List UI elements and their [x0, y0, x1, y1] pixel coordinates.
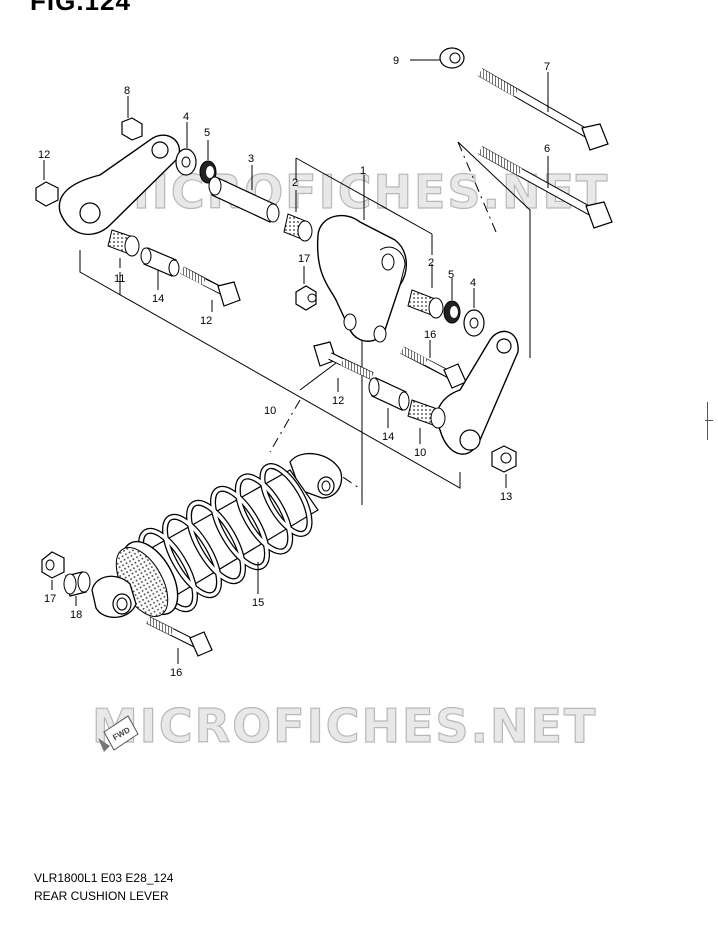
- spacer-part-14-middle: [368, 377, 410, 428]
- callout-13: 13: [500, 491, 512, 503]
- bolt-part-7: [477, 68, 609, 151]
- callout-5-right: 5: [448, 269, 454, 281]
- cushion-rod-right: [436, 330, 519, 455]
- callout-4-right: 4: [470, 277, 476, 289]
- washer-part-4-left: [175, 122, 197, 176]
- nut-part-13: [491, 445, 517, 488]
- fwd-arrow-icon: FWD: [98, 715, 139, 752]
- seal-part-5-right: [443, 278, 461, 324]
- spacer-part-3: [208, 165, 280, 223]
- watermark-top: MICROFICHES.NET MICROFICHES.NET: [103, 164, 607, 219]
- bearing-part-10-middle: [407, 399, 446, 444]
- bolt-part-12-left: [180, 266, 241, 312]
- nut-part-17-lower: [41, 551, 65, 590]
- callout-2-right: 2: [428, 257, 434, 269]
- callout-8: 8: [124, 85, 130, 97]
- cushion-rod-left: [58, 134, 181, 236]
- callout-7: 7: [544, 61, 550, 73]
- callout-2-upper: 2: [292, 177, 298, 189]
- diagram-footer: VLR1800L1 E03 E28_124 REAR CUSHION LEVER: [34, 869, 173, 905]
- callout-12-left: 12: [200, 315, 212, 327]
- seal-part-5-left: [199, 140, 217, 184]
- callout-17-lower: 17: [44, 593, 56, 605]
- callout-6: 6: [544, 143, 550, 155]
- model-code: VLR1800L1 E03 E28_124: [34, 871, 174, 885]
- page-edge-tick: [705, 420, 713, 421]
- spacer-part-14-left: [140, 247, 180, 290]
- svg-text:MICROFICHES.NET: MICROFICHES.NET: [92, 699, 597, 753]
- callout-16-lower: 16: [170, 667, 182, 679]
- nut-part-9: [410, 47, 465, 69]
- callout-5-left: 5: [204, 127, 210, 139]
- collar-part-18: [63, 571, 91, 606]
- callout-4-left: 4: [183, 111, 189, 123]
- figure-title: FIG.124: [30, 0, 131, 16]
- svg-text:MICROFICHES.NET: MICROFICHES.NET: [92, 699, 597, 753]
- diagram-name: REAR CUSHION LEVER: [34, 889, 169, 903]
- nut-part-8: [121, 96, 143, 141]
- watermark-bottom: MICROFICHES.NET MICROFICHES.NET: [91, 698, 597, 753]
- page-edge-mark: [707, 402, 708, 440]
- callout-17-upper: 17: [298, 253, 310, 265]
- callout-3: 3: [248, 153, 254, 165]
- callout-labels: 1 2 2 3 4 4 5 5 6 7 8 9 10 10 11 12 12 1…: [38, 55, 550, 679]
- callout-18: 18: [70, 609, 82, 621]
- callout-14-middle: 14: [382, 431, 394, 443]
- bolt-part-6: [477, 146, 613, 229]
- bolt-part-16-lower: [146, 616, 213, 664]
- callout-14-left: 14: [152, 293, 164, 305]
- nut-part-17-upper: [295, 266, 317, 311]
- washer-part-4-right: [463, 288, 485, 337]
- callout-15: 15: [252, 597, 264, 609]
- callout-1: 1: [360, 165, 366, 177]
- bolt-part-12-middle: [313, 341, 374, 392]
- callout-16-upper: 16: [424, 329, 436, 341]
- callout-9: 9: [393, 55, 399, 67]
- bearing-part-2-right: [407, 264, 444, 319]
- callout-12-middle: 12: [332, 395, 344, 407]
- shock-absorber-part-15: [91, 452, 343, 618]
- bearing-part-2-upper: [283, 190, 313, 242]
- callout-11: 11: [114, 273, 125, 285]
- cushion-lever-part-1: [316, 175, 407, 343]
- assembly-lines: [79, 141, 531, 505]
- bearing-part-11: [107, 229, 140, 268]
- callout-10-right: 10: [414, 447, 426, 459]
- nut-part-12-left: [35, 160, 59, 207]
- callout-10-left: 10: [264, 405, 276, 417]
- bolt-part-16-upper: [400, 340, 467, 389]
- callout-12-topleft: 12: [38, 149, 50, 161]
